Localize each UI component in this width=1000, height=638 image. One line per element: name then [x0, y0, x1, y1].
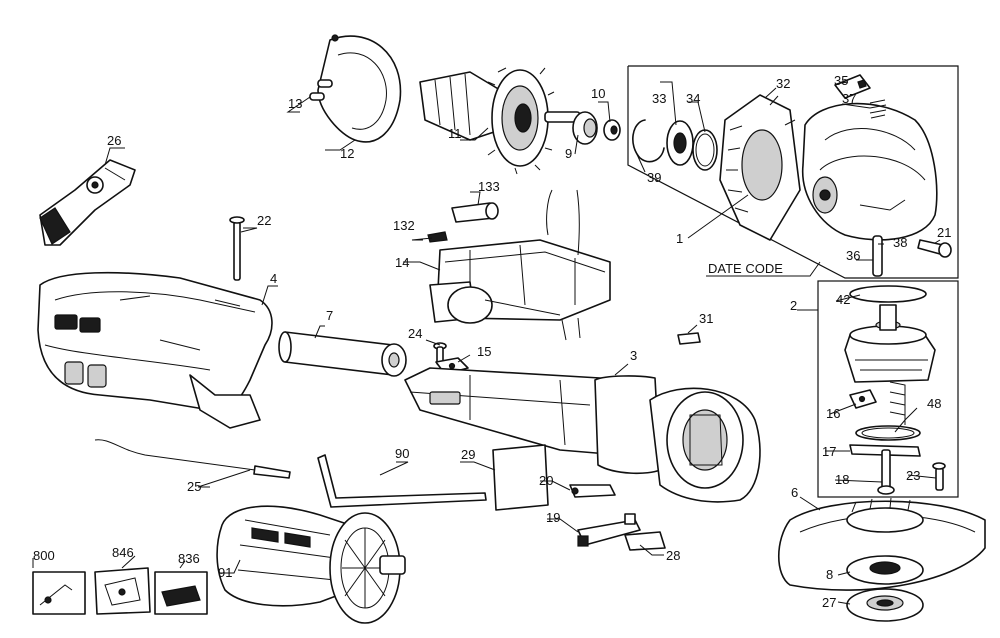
part-11-armature	[419, 67, 581, 175]
callout-6: 6	[791, 485, 798, 500]
part-48-ring	[855, 425, 921, 441]
callout-39: 39	[647, 170, 661, 185]
assembly-2-box	[817, 280, 959, 498]
callout-17: 17	[822, 444, 836, 459]
callout-32: 32	[776, 76, 790, 91]
part-8-flange	[846, 555, 924, 585]
callout-1: 1	[676, 231, 683, 246]
callout-133: 133	[478, 179, 500, 194]
part-34-ring	[692, 129, 718, 171]
callout-9: 9	[565, 146, 572, 161]
part-16-spring-clip	[849, 389, 877, 409]
callout-91: 91	[218, 565, 232, 580]
callout-8: 8	[826, 567, 833, 582]
callout-33: 33	[652, 91, 666, 106]
callout-23: 23	[906, 468, 920, 483]
part-28-label	[624, 531, 666, 551]
callout-29: 29	[461, 447, 475, 462]
callout-19: 19	[546, 510, 560, 525]
part-35-button	[834, 74, 871, 99]
assembly-1-box	[627, 65, 959, 279]
part-3-motor-housing	[404, 367, 761, 503]
part-38-pin	[872, 235, 883, 277]
callout-10: 10	[591, 86, 605, 101]
callout-16: 16	[826, 406, 840, 421]
callout-35: 35	[834, 73, 848, 88]
callout-13: 13	[288, 96, 302, 111]
accessory-846	[94, 567, 151, 615]
callout-26: 26	[107, 133, 121, 148]
callout-36: 36	[846, 248, 860, 263]
callout-2: 2	[790, 298, 797, 313]
part-90-hex-key	[317, 454, 487, 508]
callout-14: 14	[395, 255, 409, 270]
part-13-pins	[309, 79, 333, 101]
part-22-screw	[229, 216, 245, 281]
part-36-gear-case	[801, 102, 938, 241]
callout-31: 31	[699, 311, 713, 326]
part-9-bearing	[572, 111, 598, 145]
part-33-bearing	[666, 120, 694, 166]
callout-25: 25	[187, 479, 201, 494]
callout-22: 22	[257, 213, 271, 228]
callout-28: 28	[666, 548, 680, 563]
part-6-guard	[778, 497, 986, 591]
part-25-wire	[94, 439, 291, 479]
part-39-retaining-ring	[632, 119, 665, 163]
part-31-label	[677, 332, 701, 345]
callout-7: 7	[326, 308, 333, 323]
accessory-800	[32, 571, 86, 615]
part-26-trigger	[39, 159, 136, 246]
part-132-clip	[427, 231, 448, 243]
leader-lines	[32, 81, 941, 605]
callout-846: 846	[112, 545, 134, 560]
callout-15: 15	[477, 344, 491, 359]
part-7-tube	[278, 331, 407, 377]
callout-48: 48	[927, 396, 941, 411]
part-29-sleeve	[492, 444, 549, 511]
callout-800: 800	[33, 548, 55, 563]
callout-11: 11	[448, 126, 462, 141]
part-37-spring	[869, 99, 887, 119]
part-91-side-handle	[216, 505, 406, 624]
callout-37: 37	[842, 91, 856, 106]
callout-42: 42	[836, 292, 850, 307]
callout-24: 24	[408, 326, 422, 341]
accessory-836	[154, 571, 208, 615]
part-27-nut	[846, 588, 924, 622]
part-20-lever	[569, 484, 616, 498]
part-10-nut	[603, 119, 621, 141]
part-23-screw	[932, 462, 946, 491]
callout-20: 20	[539, 473, 553, 488]
callout-90: 90	[395, 446, 409, 461]
callout-labels: 1 2 3 4 6 7 8 9 10 11 12 13 14 15 16 17 …	[33, 73, 951, 610]
part-42-o-ring	[849, 285, 927, 303]
callout-132: 132	[393, 218, 415, 233]
callout-4: 4	[270, 271, 277, 286]
callout-836: 836	[178, 551, 200, 566]
callout-27: 27	[822, 595, 836, 610]
part-19-switch	[577, 513, 641, 547]
part-18-bolt	[877, 449, 895, 495]
part-12-plate	[317, 34, 402, 143]
part-133-brush	[451, 202, 499, 223]
callout-38: 38	[893, 235, 907, 250]
part-14-module	[429, 189, 611, 341]
callout-3: 3	[630, 348, 637, 363]
callout-12: 12	[340, 146, 354, 161]
part-32-fan	[719, 94, 801, 241]
callout-21: 21	[937, 225, 951, 240]
part-21-screw	[917, 239, 952, 258]
part-4-housing	[37, 271, 273, 429]
date-code-label: DATE CODE	[708, 261, 783, 276]
callout-18: 18	[835, 472, 849, 487]
callout-34: 34	[686, 91, 700, 106]
part-2-spindle-assembly	[844, 304, 936, 425]
